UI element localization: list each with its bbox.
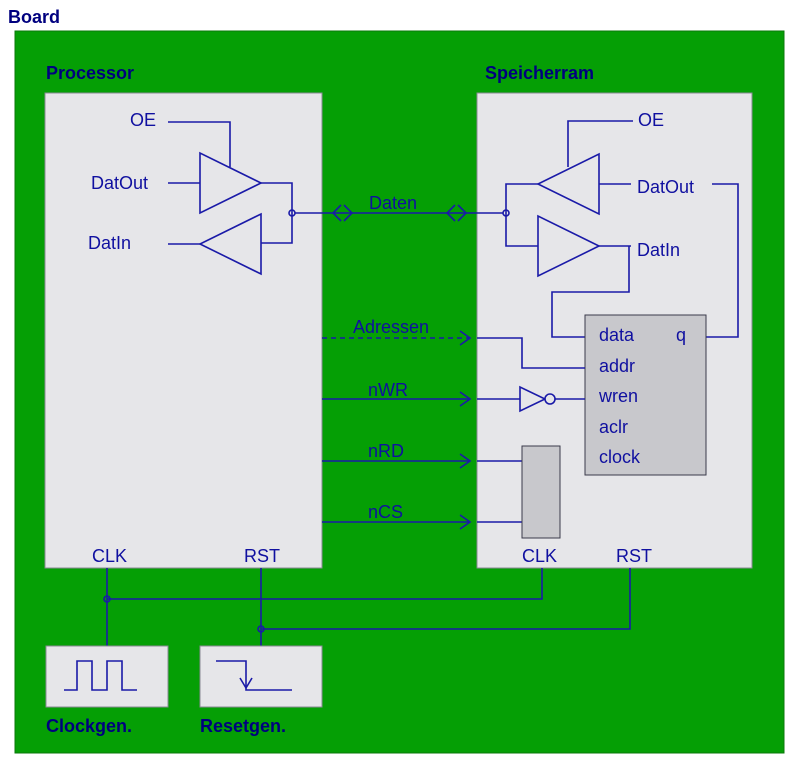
nwr-inverter-bubble xyxy=(544,393,556,405)
speicherram-title: Speicherram xyxy=(485,63,594,83)
daten-bidir-arrow-right-a xyxy=(445,204,456,222)
rst-to-ram-wire xyxy=(261,568,631,630)
reset-edge-arrow-icon xyxy=(239,677,253,690)
nwr-label: nWR xyxy=(368,380,408,400)
nwr-inverter xyxy=(519,385,547,413)
reset-waveform-icon xyxy=(216,660,292,691)
ncs-label: nCS xyxy=(368,502,403,522)
adressen-label: Adressen xyxy=(353,317,429,337)
ncs-arrow xyxy=(459,514,472,530)
resetgen-block[interactable] xyxy=(199,645,323,708)
ram-data-port: data xyxy=(599,325,635,345)
adressen-arrow xyxy=(459,330,472,346)
speicherram-q-feedback-wire xyxy=(706,183,739,338)
speicherram-oe-wire xyxy=(567,120,633,167)
ram-junction-wires xyxy=(505,183,538,247)
board-title: Board xyxy=(8,7,60,27)
clk-to-ram-wire xyxy=(107,568,543,600)
processor-oe-wire xyxy=(168,121,231,167)
processor-buffer-out-wire xyxy=(261,182,293,244)
control-logic-block xyxy=(521,445,561,539)
speicherram-datin-label: DatIn xyxy=(637,240,680,260)
nwr-arrow xyxy=(459,391,472,407)
ram-block[interactable] xyxy=(584,314,707,476)
nrd-label: nRD xyxy=(368,441,404,461)
processor-title: Processor xyxy=(46,63,134,83)
clock-waveform-icon xyxy=(64,660,137,691)
speicherram-datout-label: DatOut xyxy=(637,177,694,197)
ram-clock-port: clock xyxy=(599,447,641,467)
ram-q-port: q xyxy=(676,325,686,345)
ram-addr-port: addr xyxy=(599,356,635,376)
processor-output-buffer xyxy=(199,151,263,215)
processor-oe-label: OE xyxy=(130,110,156,130)
nrd-arrow xyxy=(459,453,472,469)
rst-junction xyxy=(257,625,265,633)
processor-block[interactable] xyxy=(44,92,323,569)
resetgen-title: Resetgen. xyxy=(200,716,286,736)
processor-datin-label: DatIn xyxy=(88,233,131,253)
processor-input-buffer xyxy=(198,212,262,276)
daten-bidir-arrow-right-b xyxy=(457,204,468,222)
speicherram-clk-label: CLK xyxy=(522,546,557,566)
speicherram-rst-label: RST xyxy=(616,546,652,566)
clockgen-title: Clockgen. xyxy=(46,716,132,736)
speicherram-oe-label: OE xyxy=(638,110,664,130)
clk-junction xyxy=(103,595,111,603)
speicherram-input-buffer xyxy=(537,214,601,278)
ram-wren-port: wren xyxy=(598,386,638,406)
daten-bidir-arrow-left-a xyxy=(331,204,342,222)
adressen-internal-wire xyxy=(477,337,585,369)
processor-clk-label: CLK xyxy=(92,546,127,566)
processor-datout-label: DatOut xyxy=(91,173,148,193)
daten-label: Daten xyxy=(369,193,417,213)
ram-aclr-port: aclr xyxy=(599,417,628,437)
daten-bidir-arrow-left-b xyxy=(343,204,354,222)
speicherram-datin-to-data-wire xyxy=(551,246,630,338)
processor-rst-label: RST xyxy=(244,546,280,566)
